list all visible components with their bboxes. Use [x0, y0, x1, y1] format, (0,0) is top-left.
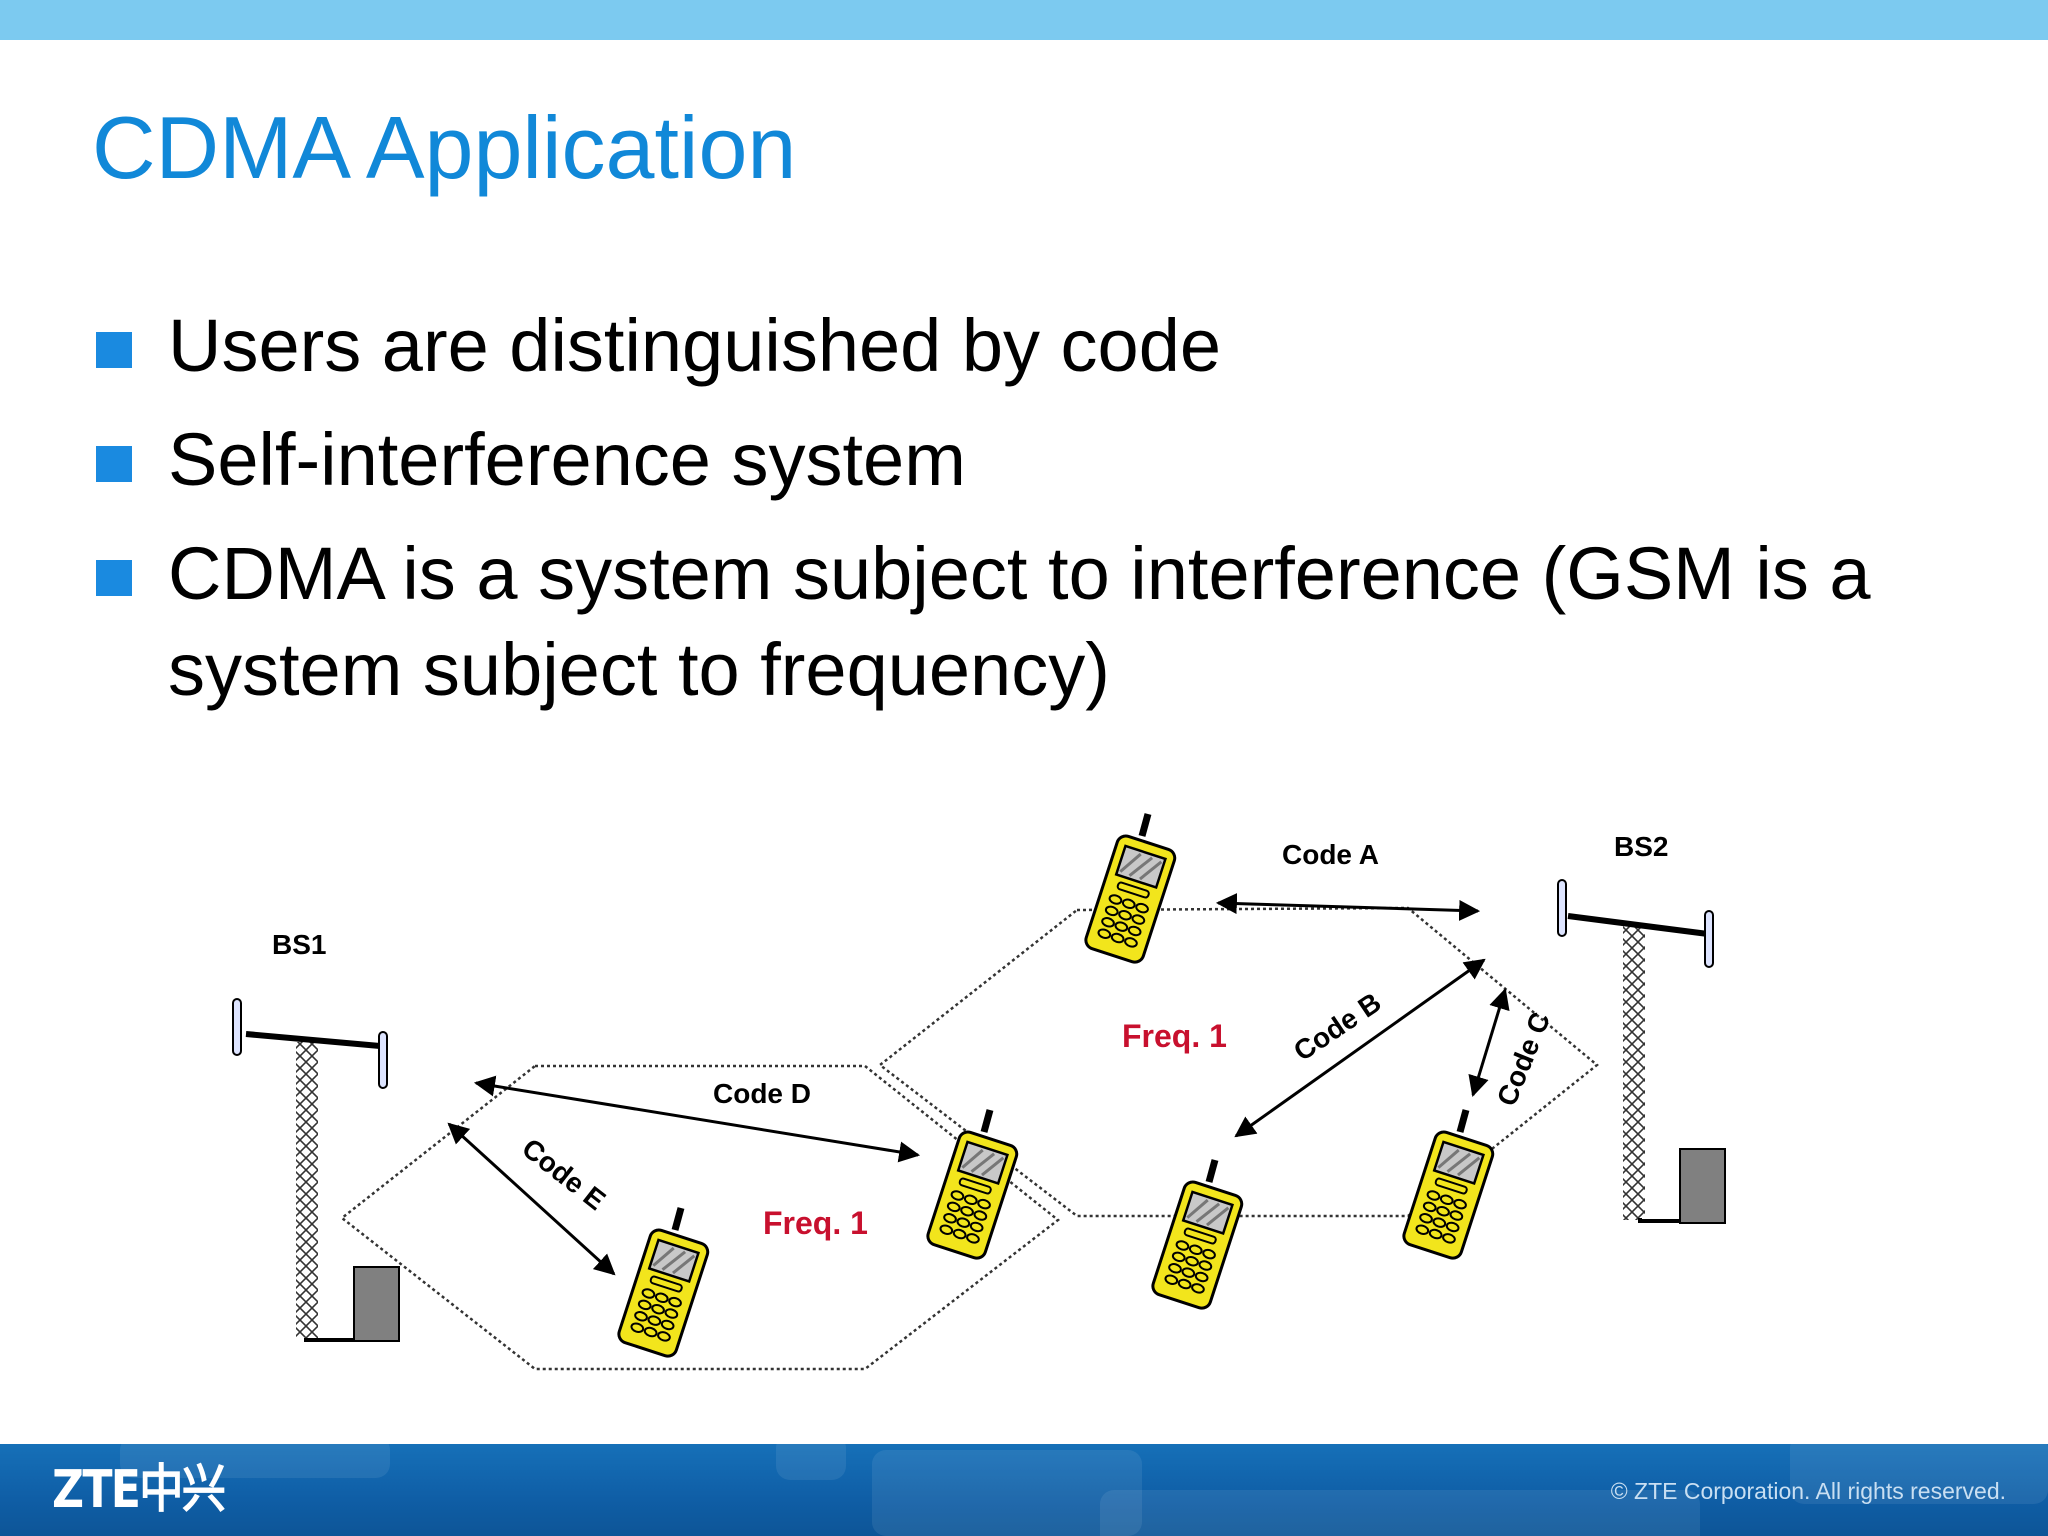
- base-station-label: BS1: [272, 929, 326, 960]
- mobile-phone-icon: [1084, 814, 1178, 964]
- square-bullet-icon: [96, 332, 132, 368]
- code-link-arrow: [1468, 987, 1510, 1098]
- bullet-item: Users are distinguished by code: [96, 298, 1996, 394]
- top-band: [0, 0, 2048, 40]
- bullet-item: Self-interference system: [96, 412, 1996, 508]
- footer-decoration: [120, 1444, 390, 1478]
- footer-decoration: [1790, 1444, 2048, 1504]
- mobile-phone-icon: [1402, 1110, 1496, 1260]
- footer-decoration: [776, 1444, 846, 1480]
- base-station-tower-icon: [1557, 879, 1726, 1224]
- code-label: Code E: [516, 1132, 611, 1216]
- cdma-diagram: BS1 BS2 Code A Code B Code C Code D Code…: [232, 780, 1726, 1371]
- footer-decoration: [1100, 1490, 1700, 1536]
- bullet-list: Users are distinguished by code Self-int…: [96, 298, 1996, 736]
- base-station-tower-icon: [232, 998, 400, 1342]
- bullet-text: Self-interference system: [168, 418, 966, 501]
- code-link-arrow: [1215, 893, 1481, 921]
- code-link-arrow: [1234, 958, 1486, 1138]
- code-label: Code B: [1288, 986, 1387, 1067]
- square-bullet-icon: [96, 446, 132, 482]
- code-link-arrow: [447, 1122, 616, 1276]
- code-label: Code C: [1491, 1008, 1556, 1110]
- code-link-arrow: [473, 1075, 921, 1163]
- footer-decoration: [872, 1450, 1142, 1536]
- code-label: Code A: [1282, 839, 1379, 870]
- base-station-label: BS2: [1614, 831, 1668, 862]
- zte-logo: ZTE中兴: [52, 1460, 226, 1520]
- mobile-phone-icon: [926, 1110, 1020, 1260]
- square-bullet-icon: [96, 560, 132, 596]
- code-label: Code D: [713, 1078, 811, 1109]
- mobile-phone-icon: [1151, 1160, 1245, 1310]
- bullet-text: Users are distinguished by code: [168, 304, 1222, 387]
- frequency-label: Freq. 1: [763, 1205, 868, 1241]
- bullet-text: CDMA is a system subject to interference…: [168, 532, 1871, 711]
- footer-bar: ZTE中兴 © ZTE Corporation. All rights rese…: [0, 1444, 2048, 1536]
- bullet-item: CDMA is a system subject to interference…: [96, 526, 1996, 718]
- mobile-phone-icon: [617, 1208, 711, 1358]
- copyright-text: © ZTE Corporation. All rights reserved.: [1610, 1478, 2006, 1504]
- cell-boundary: [339, 1064, 1061, 1371]
- frequency-label: Freq. 1: [1122, 1018, 1227, 1054]
- slide-title: CDMA Application: [92, 98, 797, 197]
